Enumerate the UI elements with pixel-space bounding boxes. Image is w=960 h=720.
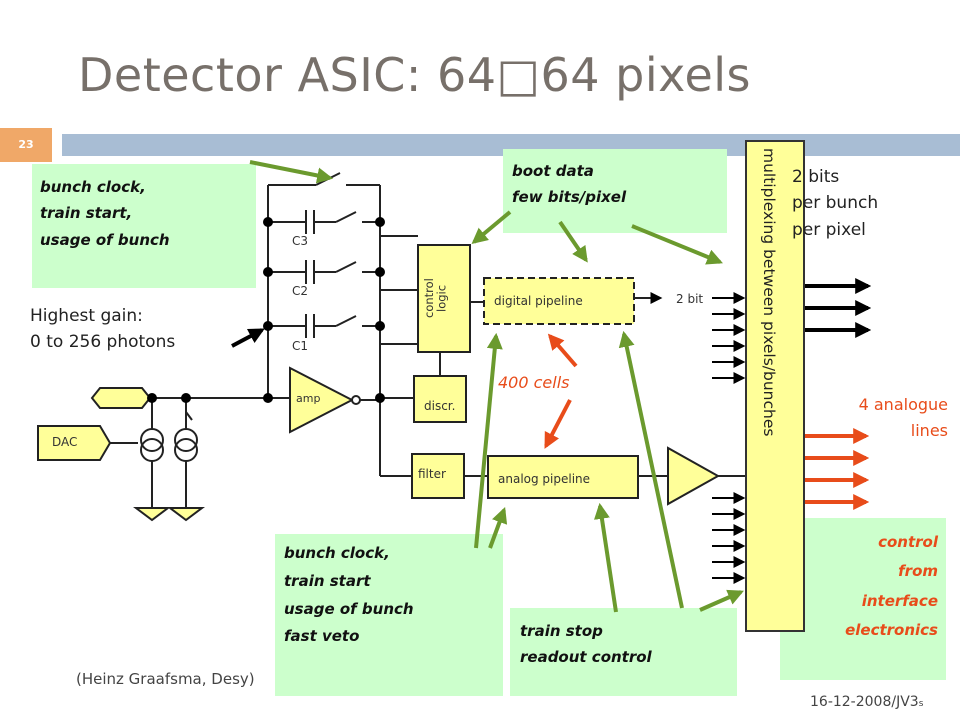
input-pad: [90, 387, 152, 409]
slide-number-badge: 23: [0, 128, 52, 162]
c1-label: C1: [292, 339, 309, 353]
control-logic-label: control logic: [422, 252, 449, 344]
control-logic-line-2: logic: [434, 284, 449, 312]
date-footer: 16-12-2008/JV3s: [810, 694, 923, 710]
note-box-train-stop: [510, 608, 737, 696]
note-top-left-line-2: train start,: [40, 204, 133, 223]
note-top-left-line-1: bunch clock,: [40, 178, 146, 196]
header-bar: [62, 134, 960, 156]
green-control-arrows: [249, 160, 744, 613]
date-suffix: s: [918, 699, 924, 709]
note-boot-data-line-1: boot data: [512, 162, 594, 180]
highest-gain-line-1: Highest gain:: [30, 306, 143, 326]
multiplexer-block: [745, 140, 805, 632]
mux-input-arrows: [712, 292, 746, 584]
bits-out-line-3: per pixel: [792, 219, 866, 240]
note-control-line-3: interface: [861, 591, 938, 610]
multiplexer-label: multiplexing between pixels/bunches: [760, 148, 778, 437]
note-train-stop-line-2: readout control: [520, 648, 652, 667]
analog-pipeline-block: [487, 455, 639, 499]
bits-out-line-2: per bunch: [792, 193, 879, 214]
amplifier-block: [289, 366, 355, 434]
dac-label: DAC: [52, 435, 78, 449]
circuit-wiring: [37, 172, 745, 522]
analogue-line-2: lines: [910, 420, 948, 440]
dac-block: [37, 425, 112, 461]
analogue-lines-text: 4 analogue lines: [859, 392, 948, 443]
note-bottom-mid-line-4: fast veto: [284, 627, 360, 646]
control-logic-block: [417, 244, 471, 353]
discriminator-block: [413, 375, 467, 423]
note-control-line-4: electronics: [845, 620, 938, 639]
date-text: 16-12-2008/JV3: [810, 694, 919, 710]
note-top-left-text: bunch clock, train start, usage of bunch: [40, 174, 170, 253]
analogue-output-arrows: [805, 428, 870, 510]
analog-pipeline-label: analog pipeline: [498, 472, 591, 486]
filter-block: [411, 453, 465, 499]
note-train-stop-text: train stop readout control: [520, 618, 652, 671]
note-box-control: [780, 518, 946, 680]
note-bottom-mid-line-1: bunch clock,: [284, 544, 390, 562]
note-bottom-mid-line-2: train start: [284, 571, 371, 590]
note-bottom-mid-line-3: usage of bunch: [284, 599, 414, 618]
digital-pipeline-label: digital pipeline: [494, 294, 583, 308]
c3-label: C3: [292, 234, 309, 248]
note-box-bottom-mid: [275, 534, 503, 696]
note-control-text: control from interface electronics: [845, 528, 938, 645]
digital-pipeline-block: [483, 277, 635, 325]
cells-pointer-arrows: [544, 333, 578, 449]
note-control-line-2: from: [898, 562, 938, 581]
note-bottom-mid-text: bunch clock, train start usage of bunch …: [284, 540, 414, 651]
c2-label: C2: [292, 284, 309, 298]
bits-out-line-1: 2 bits: [792, 167, 840, 187]
note-boot-data-text: boot data few bits/pixel: [512, 158, 626, 211]
note-train-stop-line-1: train stop: [520, 622, 603, 640]
bits-per-pixel-text: 2 bits per bunch per pixel: [792, 164, 878, 243]
highest-gain-text: Highest gain: 0 to 256 photons: [30, 304, 175, 355]
note-box-top-left: [32, 164, 256, 288]
cells-label: 400 cells: [498, 373, 570, 392]
slide-title: Detector ASIC: 64□64 pixels: [78, 48, 752, 102]
discr-label: discr.: [424, 399, 456, 413]
amp-label: amp: [296, 392, 321, 405]
note-control-line-1: control: [878, 533, 938, 551]
analogue-line-1: 4 analogue: [858, 395, 948, 414]
credit-footer: (Heinz Graafsma, Desy): [76, 670, 255, 688]
gain-arrow: [231, 328, 265, 348]
note-boot-data-line-2: few bits/pixel: [512, 188, 627, 207]
highest-gain-line-2: 0 to 256 photons: [30, 331, 176, 352]
note-box-boot-data: [503, 149, 727, 233]
two-bit-label: 2 bit: [676, 292, 704, 306]
note-top-left-line-3: usage of bunch: [40, 230, 170, 249]
output-buffer: [667, 446, 721, 506]
digital-output-arrows: [805, 278, 872, 338]
filter-label: filter: [418, 467, 446, 481]
junction-dots: [147, 217, 385, 403]
